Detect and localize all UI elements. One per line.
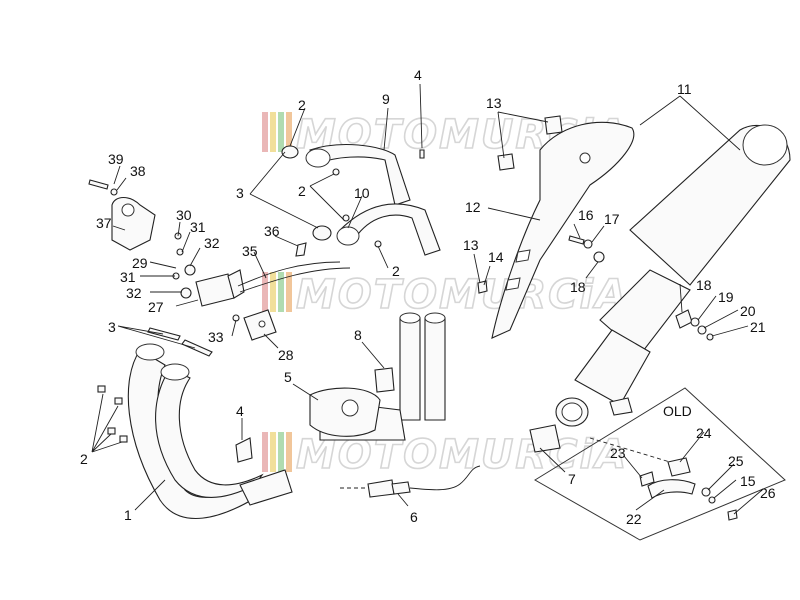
callout-9: 9	[382, 91, 390, 107]
callout-24: 24	[696, 425, 712, 441]
callout-2-left: 2	[80, 451, 88, 467]
valve-bracket	[88, 179, 156, 251]
callout-numbers: 1 2 2 2 2 3 3 4 4 5 6 7 8 9 10 11 12 13 …	[80, 67, 776, 527]
callout-31-top: 31	[190, 219, 206, 235]
callout-37: 37	[96, 215, 112, 231]
silencer	[574, 124, 791, 416]
old-label: OLD	[663, 403, 692, 419]
callout-30: 30	[176, 207, 192, 223]
callout-29: 29	[132, 255, 148, 271]
mid-pipes	[235, 312, 446, 463]
callout-4-top: 4	[414, 67, 422, 83]
silencer-clamp	[529, 397, 589, 453]
callout-27: 27	[148, 299, 164, 315]
clips	[477, 115, 563, 294]
callout-38: 38	[130, 163, 146, 179]
callout-32-left: 32	[126, 285, 142, 301]
callout-32-top: 32	[204, 235, 220, 251]
callout-12: 12	[465, 199, 481, 215]
callout-14: 14	[488, 249, 504, 265]
callout-3-left: 3	[108, 319, 116, 335]
header-nuts	[97, 385, 128, 443]
callout-19: 19	[718, 289, 734, 305]
callout-21: 21	[750, 319, 766, 335]
callout-5: 5	[284, 369, 292, 385]
callout-4-lower: 4	[236, 403, 244, 419]
callout-33: 33	[208, 329, 224, 345]
heat-shield	[491, 121, 635, 339]
callout-16: 16	[578, 207, 594, 223]
actuator	[195, 269, 245, 307]
callout-2-right: 2	[392, 263, 400, 279]
header-pipes	[127, 343, 293, 520]
cables	[237, 242, 351, 293]
callout-36: 36	[264, 223, 280, 239]
callout-10: 10	[354, 185, 370, 201]
silencer-fasteners	[568, 235, 714, 341]
callout-2-top: 2	[298, 97, 306, 113]
watermark-text-middle: MOTOMURCiA	[296, 272, 628, 318]
callout-2-mid: 2	[298, 183, 306, 199]
callout-1: 1	[124, 507, 132, 523]
callout-28: 28	[278, 347, 294, 363]
callout-20: 20	[740, 303, 756, 319]
callout-25: 25	[728, 453, 744, 469]
callout-17: 17	[604, 211, 620, 227]
callout-11: 11	[677, 81, 692, 97]
bracket-plate	[243, 309, 277, 341]
callout-13-mid: 13	[463, 237, 479, 253]
callout-15: 15	[740, 473, 756, 489]
callout-18-left: 18	[570, 279, 586, 295]
callout-13-top: 13	[486, 95, 502, 111]
gaskets-left	[147, 327, 213, 357]
watermark-middle: MOTOMURCiA	[262, 271, 628, 319]
callout-22: 22	[626, 511, 642, 527]
small-fasteners	[172, 232, 240, 322]
callout-23: 23	[610, 445, 626, 461]
callout-6: 6	[410, 509, 418, 525]
callout-26: 26	[760, 485, 776, 501]
callout-18-right: 18	[696, 277, 712, 293]
callout-7: 7	[568, 471, 576, 487]
callout-8: 8	[354, 327, 362, 343]
callout-31-left: 31	[120, 269, 136, 285]
callout-39: 39	[108, 151, 124, 167]
callout-3-top: 3	[236, 185, 244, 201]
lambda-sensor	[340, 465, 481, 498]
callout-35: 35	[242, 243, 258, 259]
leader-lines	[91, 83, 763, 515]
